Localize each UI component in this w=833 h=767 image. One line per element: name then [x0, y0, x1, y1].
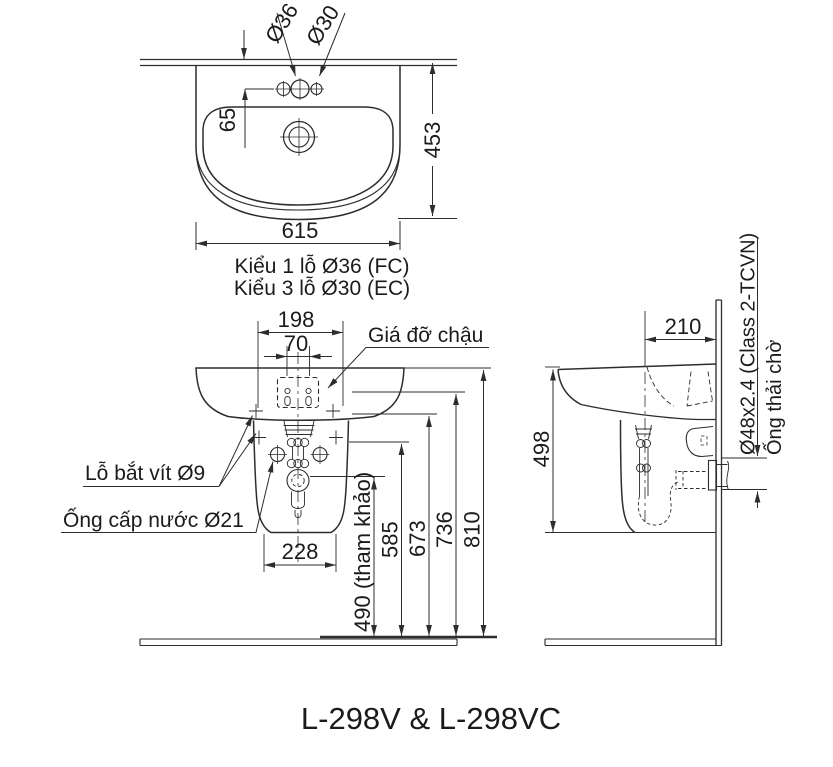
basin-side-top — [557, 363, 717, 371]
shroud-front-outline — [252, 420, 350, 534]
supply-pipe-holes — [268, 445, 330, 464]
basin-bowl-outline — [202, 106, 394, 206]
dim-490: 490 (tham khảo) — [350, 472, 375, 632]
dim-hanger-holes: 70 — [264, 331, 332, 376]
side-drain-trap — [635, 372, 709, 526]
dim-65: 65 — [215, 108, 240, 132]
drain-hole — [280, 118, 318, 156]
dim-498: 498 — [529, 431, 554, 468]
faucet-holes — [275, 78, 324, 100]
dim-shroud-width: 228 — [263, 534, 337, 572]
dim-198: 198 — [278, 307, 315, 332]
label-supply-pipe: Ống cấp nước Ø21 — [63, 508, 244, 532]
basin-front-outline — [195, 367, 405, 421]
side-view: 498 210 Ø48x2.4 (Class — [529, 233, 786, 647]
dim-70: 70 — [284, 331, 308, 356]
dim-width: 615 — [195, 218, 401, 250]
screw-hole-marks — [249, 404, 343, 445]
basin-outer-outline — [195, 65, 401, 221]
supply-pipe-label: Ống cấp nước Ø21 — [61, 461, 274, 533]
basin-side-front — [557, 369, 582, 406]
floor-front — [139, 635, 497, 647]
dim-depth: 453 — [398, 63, 457, 219]
height-extension-lines — [310, 367, 491, 477]
basin-side-bottom — [580, 403, 716, 421]
screw-holes-label: Lỗ bắt vít Ø9 — [83, 415, 257, 487]
dim-736: 736 — [432, 511, 457, 548]
dim-810: 810 — [460, 511, 485, 548]
label-hanger-bracket: Giá đỡ chậu — [368, 324, 483, 347]
basin-side-hidden-lines — [646, 366, 713, 407]
floor-side — [544, 638, 722, 647]
dim-unit-height: 498 — [529, 366, 560, 532]
callout-dia30: Ø30 — [301, 1, 344, 50]
front-view: 198 70 Giá đỡ chậu — [61, 307, 497, 647]
hole-callouts: Ø36 Ø30 — [260, 0, 346, 77]
hanger-bracket-label: Giá đỡ chậu — [327, 324, 489, 389]
top-view: 65 Ø36 Ø30 453 615 Kiểu 1 lỗ Ø36 (FC) Ki… — [140, 0, 457, 300]
waste-pipe-stub — [707, 459, 730, 491]
wall-line-plan — [140, 58, 457, 67]
caption-type-1-hole: Kiểu 1 lỗ Ø36 (FC) — [234, 255, 409, 278]
dim-615: 615 — [282, 218, 319, 243]
dim-453: 453 — [420, 122, 445, 159]
label-screw-holes: Lỗ bắt vít Ø9 — [85, 462, 205, 485]
dim-228: 228 — [282, 539, 319, 564]
dim-drain-to-wall: 210 — [644, 311, 716, 366]
dim-210: 210 — [665, 314, 702, 339]
caption-type-3-hole: Kiểu 3 lỗ Ø30 (EC) — [234, 277, 410, 300]
dim-hanger-span: 198 — [257, 307, 344, 408]
front-drain-trap — [283, 420, 315, 518]
model-title: L-298V & L-298VC — [301, 701, 561, 736]
shroud-side-outline — [619, 419, 636, 534]
callout-dia36: Ø36 — [260, 0, 303, 47]
label-waste-pipe: Ống thải chờ — [762, 340, 786, 455]
dim-hole-to-wall: 65 — [215, 30, 274, 148]
dim-673: 673 — [405, 520, 430, 557]
basin-rim-inner-curve — [195, 144, 401, 211]
dim-585: 585 — [378, 521, 403, 558]
wall-hanger-side — [685, 425, 714, 458]
label-waste-pipe-spec: Ø48x2.4 (Class 2-TCVN) — [738, 233, 760, 455]
height-dimensions: 490 (tham khảo) 585 673 736 810 — [350, 370, 487, 636]
waste-pipe-callout: Ø48x2.4 (Class 2-TCVN) Ống thải chờ — [722, 233, 786, 508]
